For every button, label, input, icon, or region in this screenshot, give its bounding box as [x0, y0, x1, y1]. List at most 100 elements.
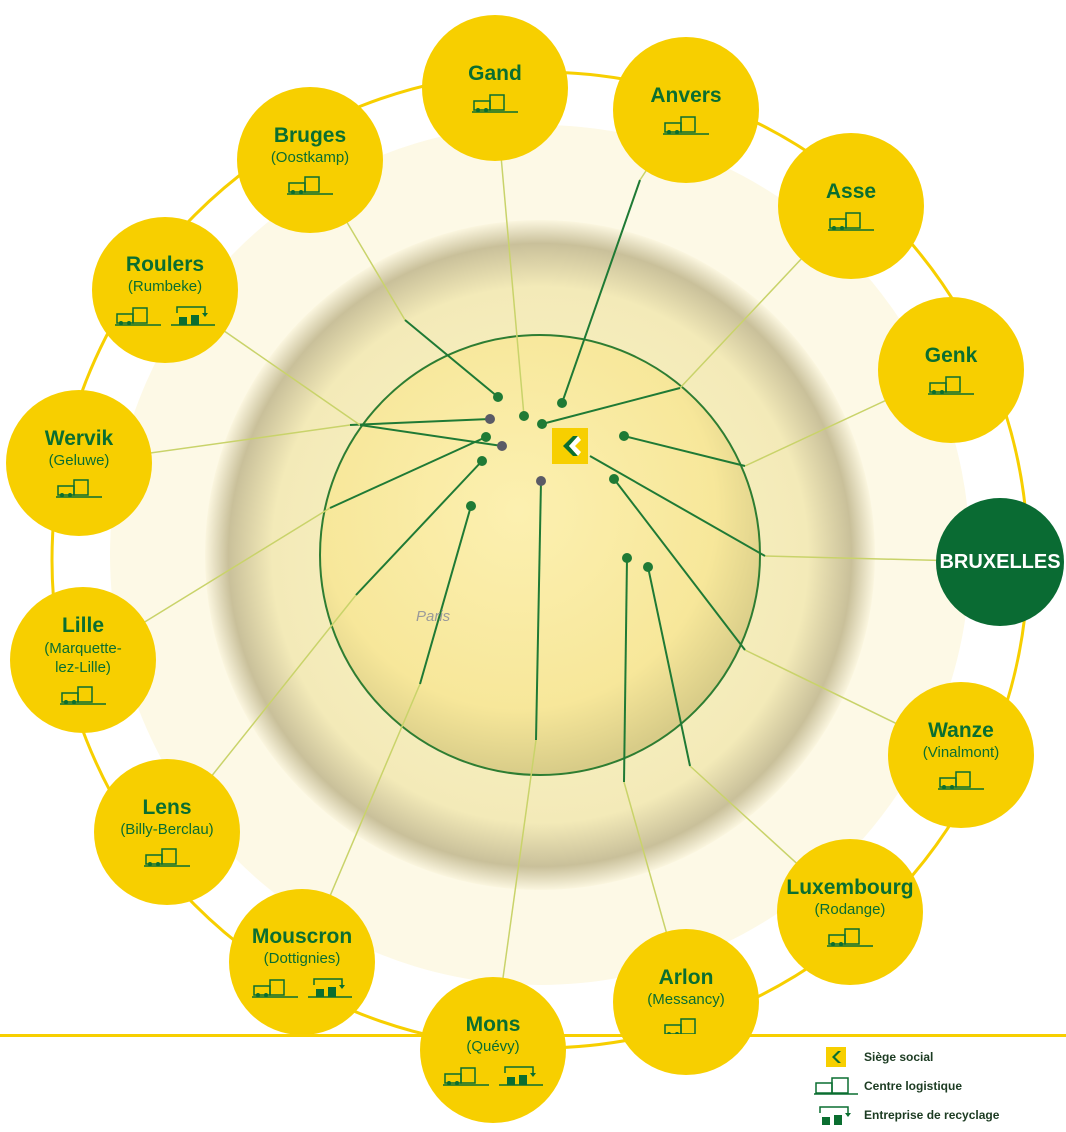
- site-dot-wervik: [485, 414, 495, 424]
- location-subtitle: (Marquette- lez-Lille): [44, 639, 122, 677]
- location-node-lens: Lens(Billy-Berclau): [94, 759, 240, 905]
- location-icons: [828, 210, 874, 232]
- location-icons: [115, 303, 215, 327]
- connector-inner-asse: [541, 387, 681, 425]
- connector-inner-wanze: [613, 478, 746, 651]
- logistics-center-icon: [928, 376, 974, 395]
- location-name: Wanze: [928, 719, 994, 743]
- location-icons: [56, 477, 102, 499]
- location-subtitle: (Quévy): [466, 1038, 520, 1056]
- location-icons: [928, 374, 974, 396]
- location-subtitle: (Oostkamp): [270, 149, 350, 167]
- location-icons: [663, 114, 709, 136]
- connector-inner-mouscron: [419, 505, 472, 685]
- connector-inner-lille: [329, 436, 487, 509]
- location-name: Genk: [924, 343, 978, 367]
- site-dot-asse: [537, 419, 547, 429]
- location-subtitle: (Rumbeke): [127, 278, 203, 296]
- location-node-roulers: Roulers(Rumbeke): [92, 217, 238, 363]
- location-node-mons: Mons(Quévy): [420, 977, 566, 1123]
- logistics-center-icon: [287, 176, 333, 195]
- location-node-wanze: Wanze(Vinalmont): [888, 682, 1034, 828]
- site-dot-luxembourg: [643, 562, 653, 572]
- recycling-plant-icon: [308, 978, 352, 998]
- site-dots: [466, 392, 653, 572]
- logistics-center-icon: [827, 928, 873, 947]
- location-icons: [443, 1063, 543, 1087]
- location-name: Luxembourg: [786, 876, 914, 900]
- connector-inner-bruxelles: [589, 455, 766, 557]
- location-name: Bruges: [273, 124, 347, 148]
- logistics-center-icon: [812, 1075, 860, 1097]
- connector-inner-anvers: [561, 179, 641, 404]
- logistics-center-icon: [144, 848, 190, 867]
- location-name: Roulers: [125, 253, 205, 277]
- connector-inner-luxembourg: [647, 566, 691, 767]
- headquarters-node: BRUXELLES: [936, 498, 1064, 626]
- location-name: Lens: [142, 796, 192, 820]
- location-name: Anvers: [650, 83, 722, 107]
- location-name: Arlon: [658, 966, 714, 990]
- legend-logistics-label: Centre logistique: [864, 1078, 963, 1093]
- location-subtitle: (Vinalmont): [922, 744, 1000, 762]
- location-node-genk: Genk: [878, 297, 1024, 443]
- location-node-anvers: Anvers: [613, 37, 759, 183]
- site-dot-arlon: [622, 553, 632, 563]
- site-dot-roulers: [497, 441, 507, 451]
- site-dot-anvers: [557, 398, 567, 408]
- connector-inner-mons: [535, 480, 542, 741]
- location-node-arlon: Arlon(Messancy): [613, 929, 759, 1075]
- location-icons: [287, 174, 333, 196]
- site-dot-mouscron: [466, 501, 476, 511]
- legend-logistics: Centre logistique: [812, 1071, 1062, 1100]
- site-dot-wanze: [609, 474, 619, 484]
- location-icons: [60, 684, 106, 706]
- location-subtitle: (Dottignies): [263, 950, 341, 968]
- location-icons: [938, 769, 984, 791]
- location-subtitle: (Geluwe): [48, 452, 110, 470]
- recycling-plant-icon: [812, 1103, 860, 1127]
- location-name: Asse: [825, 179, 877, 203]
- recycling-plant-icon: [499, 1066, 543, 1086]
- legend-head-office: Siège social: [812, 1042, 1062, 1071]
- site-dot-gand: [519, 411, 529, 421]
- headquarters-name: BRUXELLES: [939, 550, 1061, 573]
- legend-recycling-label: Entreprise de recyclage: [864, 1107, 1000, 1122]
- location-icons: [827, 926, 873, 948]
- location-node-lille: Lille(Marquette- lez-Lille): [10, 587, 156, 733]
- head-office-icon: [812, 1046, 860, 1067]
- location-icons: [144, 846, 190, 868]
- divider: [0, 1034, 1066, 1037]
- location-node-mouscron: Mouscron(Dottignies): [229, 889, 375, 1035]
- legend-head-office-label: Siège social: [864, 1049, 934, 1064]
- headquarters-marker-icon: [552, 428, 588, 464]
- location-name: Mouscron: [251, 925, 353, 949]
- location-name: Mons: [465, 1013, 521, 1037]
- location-subtitle: (Billy-Berclau): [120, 821, 214, 839]
- location-icons: [472, 92, 518, 114]
- location-name: Gand: [468, 61, 522, 85]
- location-name: Wervik: [44, 427, 114, 451]
- connector-inner-arlon: [623, 557, 628, 783]
- location-node-wervik: Wervik(Geluwe): [6, 390, 152, 536]
- logistics-center-icon: [938, 771, 984, 790]
- site-dot-lille: [481, 432, 491, 442]
- location-node-asse: Asse: [778, 133, 924, 279]
- logistics-center-icon: [828, 212, 874, 231]
- connector-inner-genk: [623, 435, 746, 467]
- logistics-center-icon: [663, 116, 709, 135]
- logistics-center-icon: [443, 1067, 489, 1086]
- recycling-plant-icon: [171, 306, 215, 326]
- location-subtitle: (Messancy): [647, 991, 725, 1009]
- location-node-bruges: Bruges(Oostkamp): [237, 87, 383, 233]
- logistics-center-icon: [252, 979, 298, 998]
- logistics-center-icon: [115, 307, 161, 326]
- site-dot-lens: [477, 456, 487, 466]
- connector-inner-bruges: [404, 319, 499, 398]
- legend-recycling: Entreprise de recyclage: [812, 1100, 1062, 1129]
- logistics-center-icon: [60, 685, 106, 705]
- location-icons: [252, 975, 352, 999]
- location-name: Lille: [61, 614, 104, 638]
